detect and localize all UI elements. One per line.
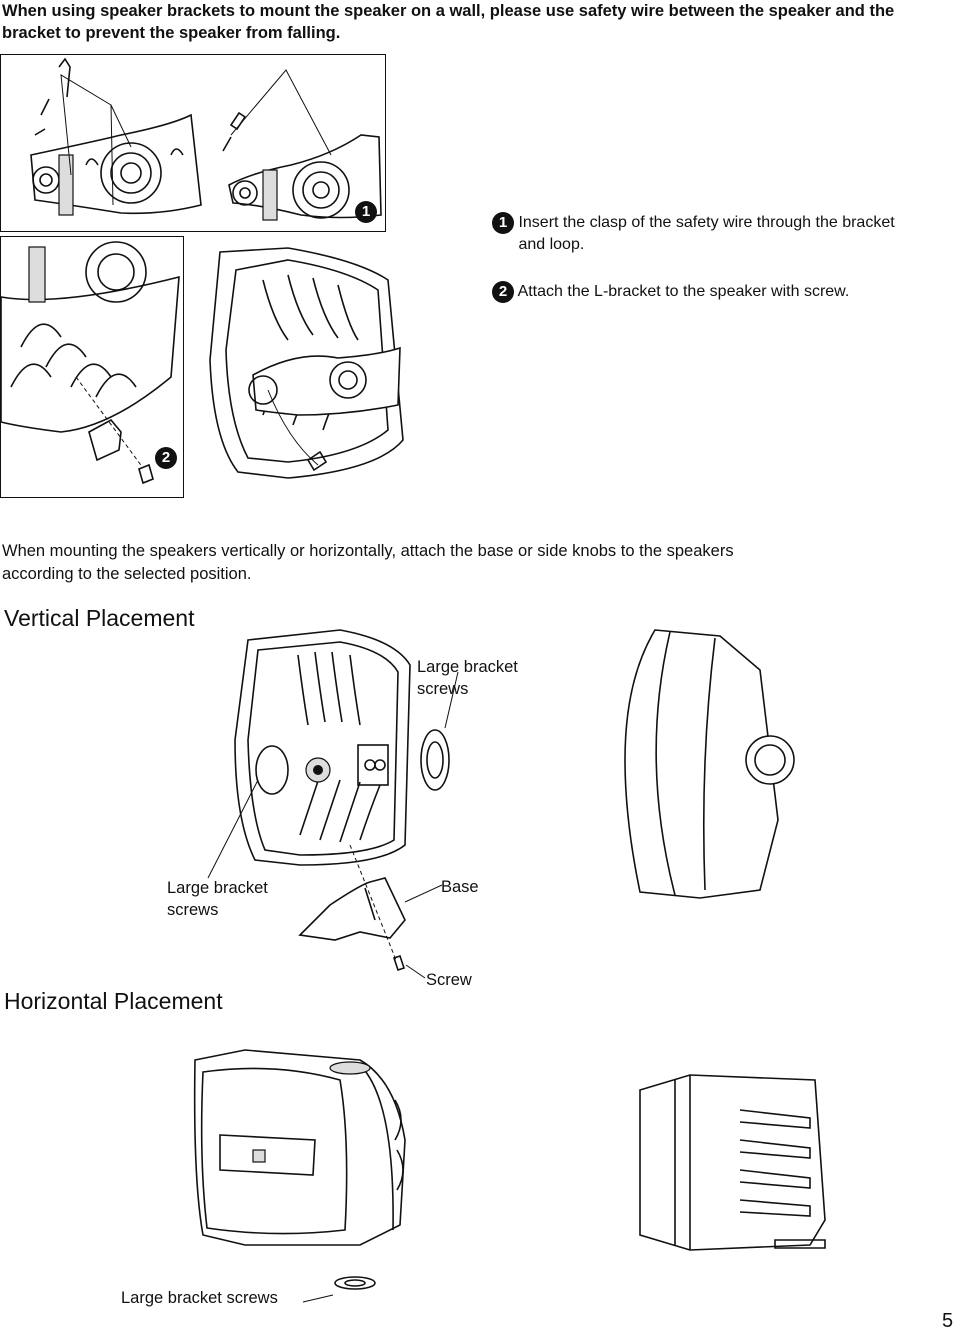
l-bracket-closeup-illustration (0, 241, 180, 485)
intro-text: When using speaker brackets to mount the… (2, 2, 895, 42)
horizontal-placement-title: Horizontal Placement (4, 988, 223, 1014)
vertical-label-base: Base (441, 878, 479, 896)
callout-1: 1 (355, 201, 377, 223)
horizontal-label-screws: Large bracket screws (121, 1289, 278, 1307)
step-1-text: Insert the clasp of the safety wire thro… (518, 214, 895, 253)
vertical-label-screw: Screw (426, 971, 472, 989)
callout-2: 2 (155, 447, 177, 469)
step-2: 2 Attach the L-bracket to the speaker wi… (492, 281, 932, 303)
figure-bracket-safety-wire: 1 (0, 54, 386, 232)
speaker-with-bracket-illustration (209, 247, 404, 479)
vertical-placement-title: Vertical Placement (4, 605, 195, 631)
figure-l-bracket-closeup: 2 (0, 236, 184, 498)
step-1-number: 1 (492, 212, 514, 234)
bracket-wire-illustration (30, 57, 382, 221)
page-number: 5 (942, 1310, 954, 1332)
step-1: 1 Insert the clasp of the safety wire th… (492, 212, 912, 256)
step-2-number: 2 (492, 281, 514, 303)
vertical-label-top-screws: Large bracket screws (417, 658, 518, 698)
vertical-placement-illustration (207, 629, 795, 979)
mounting-note: When mounting the speakers vertically or… (2, 542, 734, 583)
horizontal-placement-illustration (193, 1049, 826, 1303)
vertical-label-left-screws: Large bracket screws (167, 879, 268, 919)
step-2-text: Attach the L-bracket to the speaker with… (517, 283, 850, 301)
